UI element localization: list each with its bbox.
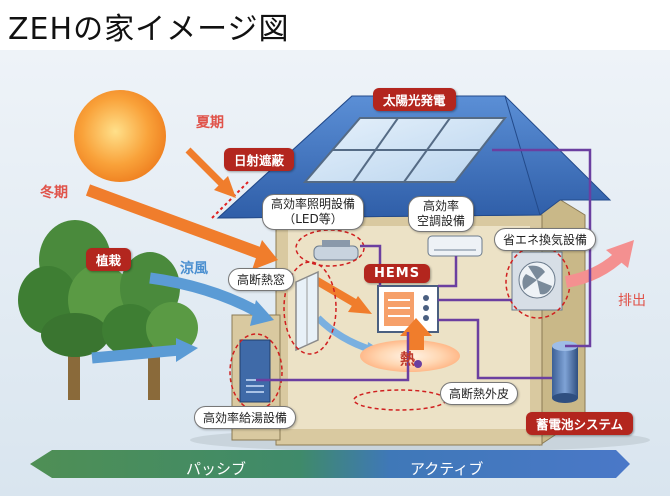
wiring-node (414, 360, 422, 368)
label-ac-line2: 空調設備 (417, 214, 466, 228)
label-lighting: 高効率照明設備 （LED等） (262, 194, 365, 230)
label-insulated-window: 高断熱窓 (228, 268, 295, 291)
label-ac-line1: 高効率 (423, 199, 460, 213)
exhaust-arrow (564, 240, 634, 288)
summer-sun-arrow (185, 147, 236, 198)
breeze-arrow-top (149, 272, 274, 326)
sun (74, 90, 166, 182)
hems-panel (377, 285, 439, 333)
label-insulated-walls: 高断熱外皮 (440, 382, 519, 405)
window-highlight-ring (283, 261, 337, 355)
winter-sun-arrow (85, 184, 278, 270)
lighting-highlight-ring (295, 229, 365, 267)
shading-dashed-line (211, 181, 249, 219)
label-summer: 夏期 (196, 115, 224, 131)
page-title: ZEHの家イメージ図 (8, 12, 290, 47)
trees (18, 220, 198, 400)
label-battery: 蓄電池システム (526, 412, 634, 435)
label-ventilation: 省エネ換気設備 (494, 228, 597, 251)
solar-panel (302, 117, 508, 183)
label-lighting-line2: （LED等） (283, 212, 343, 226)
passive-active-band (30, 450, 630, 478)
label-heat: 熱 (400, 350, 416, 368)
band-label-passive: パッシブ (186, 460, 247, 478)
led-light (313, 240, 359, 261)
label-sun-shading: 日射遮蔽 (224, 148, 295, 171)
insulated-window (295, 270, 319, 352)
ventilation-fan (511, 251, 563, 311)
label-water-heater: 高効率給湯設備 (194, 406, 297, 429)
label-exhaust: 排出 (618, 293, 646, 309)
breeze-arrow-bottom (91, 338, 198, 364)
label-solar-power: 太陽光発電 (373, 88, 456, 111)
water-heater (239, 339, 271, 403)
label-lighting-line1: 高効率照明設備 (271, 197, 356, 211)
label-hems: HEMS (364, 264, 431, 283)
heat-floor-glow (360, 340, 460, 372)
label-air-conditioner: 高効率 空調設備 (408, 196, 475, 232)
air-conditioner (427, 235, 483, 257)
band-label-active: アクティブ (410, 460, 484, 478)
sun-into-window-arrow (309, 274, 372, 314)
label-planting: 植栽 (86, 248, 132, 271)
battery-cylinder (552, 341, 578, 403)
label-winter: 冬期 (40, 185, 68, 201)
label-cool-breeze: 涼風 (180, 261, 208, 277)
